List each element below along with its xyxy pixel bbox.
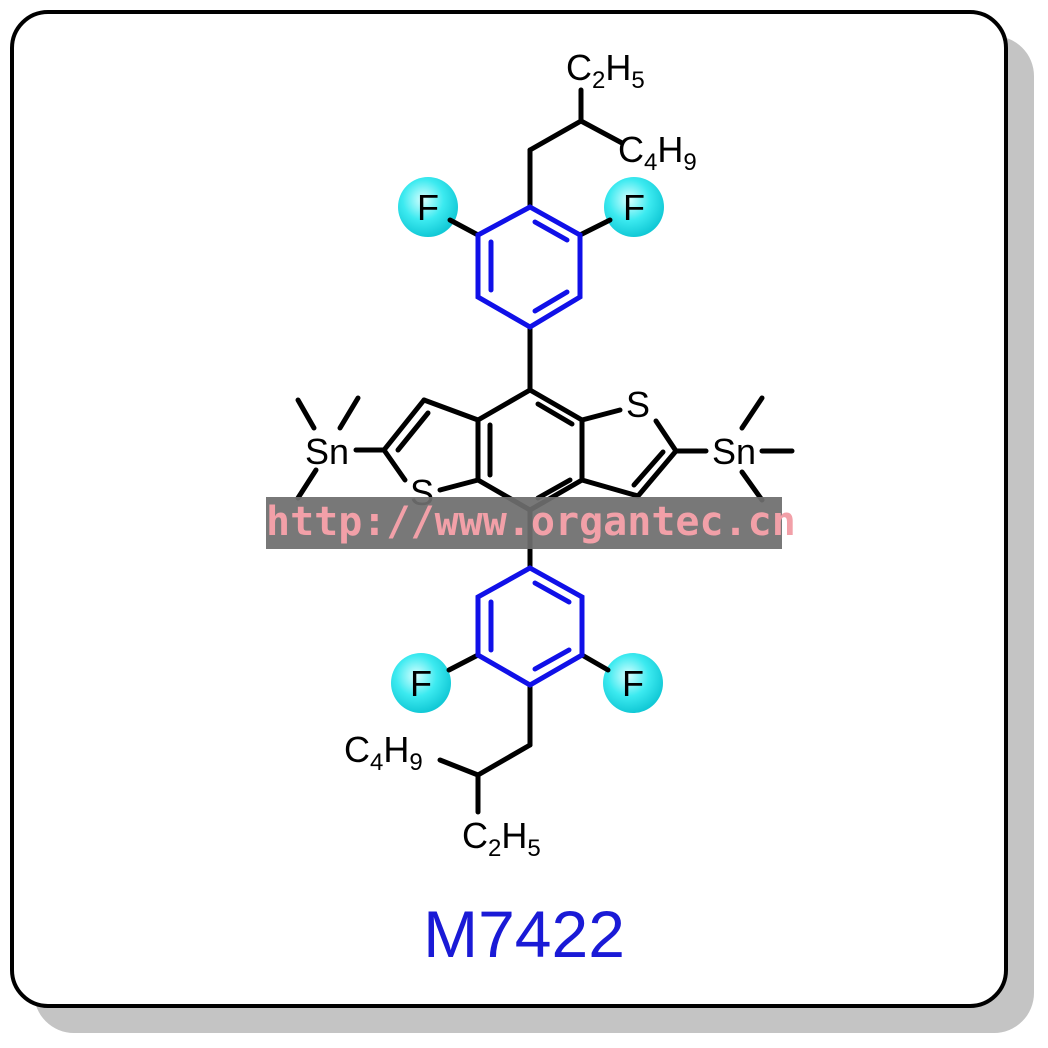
atom-labels: S S Sn Sn F F F F C2H5 C4H9 C4H9 C2H5 (305, 47, 756, 862)
fluorine-highlight-top-right (604, 177, 664, 237)
aryl-rings (475, 204, 585, 688)
fluorine-highlights (391, 177, 664, 713)
tin-left: Sn (305, 431, 349, 472)
fluorine-bottom-right: F (622, 663, 644, 704)
sulfur-right: S (626, 384, 650, 425)
watermark-url: http://www.organtec.cn (266, 499, 796, 545)
fluorine-bottom-left: F (410, 663, 432, 704)
fluorine-top-right: F (623, 187, 645, 228)
fluorine-highlight-bottom-left (391, 653, 451, 713)
fluorine-top-left: F (417, 187, 439, 228)
fluorine-highlight-bottom-right (603, 653, 663, 713)
butyl-top: C4H9 (618, 129, 697, 176)
watermark-banner: http://www.organtec.cn (266, 497, 796, 549)
tin-right: Sn (712, 431, 756, 472)
ethyl-bottom: C2H5 (462, 815, 541, 862)
ethyl-top: C2H5 (566, 47, 645, 94)
fluorine-highlight-top-left (398, 177, 458, 237)
compound-id: M7422 (423, 897, 625, 971)
black-bonds (295, 87, 795, 815)
butyl-bottom: C4H9 (344, 729, 423, 776)
